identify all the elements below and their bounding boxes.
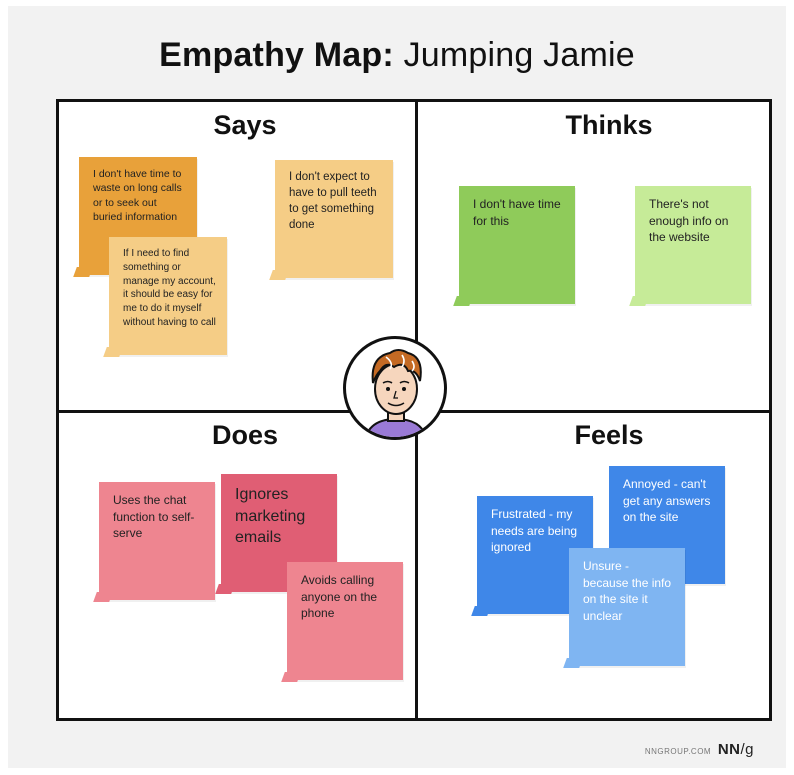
footer: NNGROUP.COM NN/g [645,741,754,758]
quadrant-title-feels: Feels [574,420,644,450]
quadrant-title-does: Does [211,420,279,450]
sticky-note-feels-2: Annoyed - can't get any answers on the s… [609,466,725,584]
sticky-note-does-1: Uses the chat function to self-serve [99,482,215,600]
quadrant-title-says: Says [213,110,277,140]
sticky-note-thinks-1: I don't have time for this [459,186,575,304]
logo-nn: NN [717,741,741,758]
persona-avatar-icon [343,336,447,440]
page: Empathy Map: Jumping Jamie Says I don't … [8,6,786,768]
title-persona: Jumping Jamie [403,36,635,74]
empathy-map-grid: Says I don't have time to waste on long … [56,99,772,721]
nng-logo: NN/g [718,741,754,758]
sticky-note-says-3: I don't expect to have to pull teeth to … [275,160,393,278]
page-title: Empathy Map: Jumping Jamie [8,36,786,75]
sticky-note-thinks-2: There's not enough info on the website [635,186,751,304]
logo-g: /g [740,741,754,758]
sticky-note-feels-3: Unsure - because the info on the site it… [569,548,685,666]
title-bold: Empathy Map: [159,36,394,74]
sticky-note-says-2: If I need to find something or manage my… [109,237,227,355]
quadrant-title-thinks: Thinks [565,110,653,140]
sticky-note-does-3: Avoids calling anyone on the phone [287,562,403,680]
footer-site: NNGROUP.COM [644,747,712,756]
